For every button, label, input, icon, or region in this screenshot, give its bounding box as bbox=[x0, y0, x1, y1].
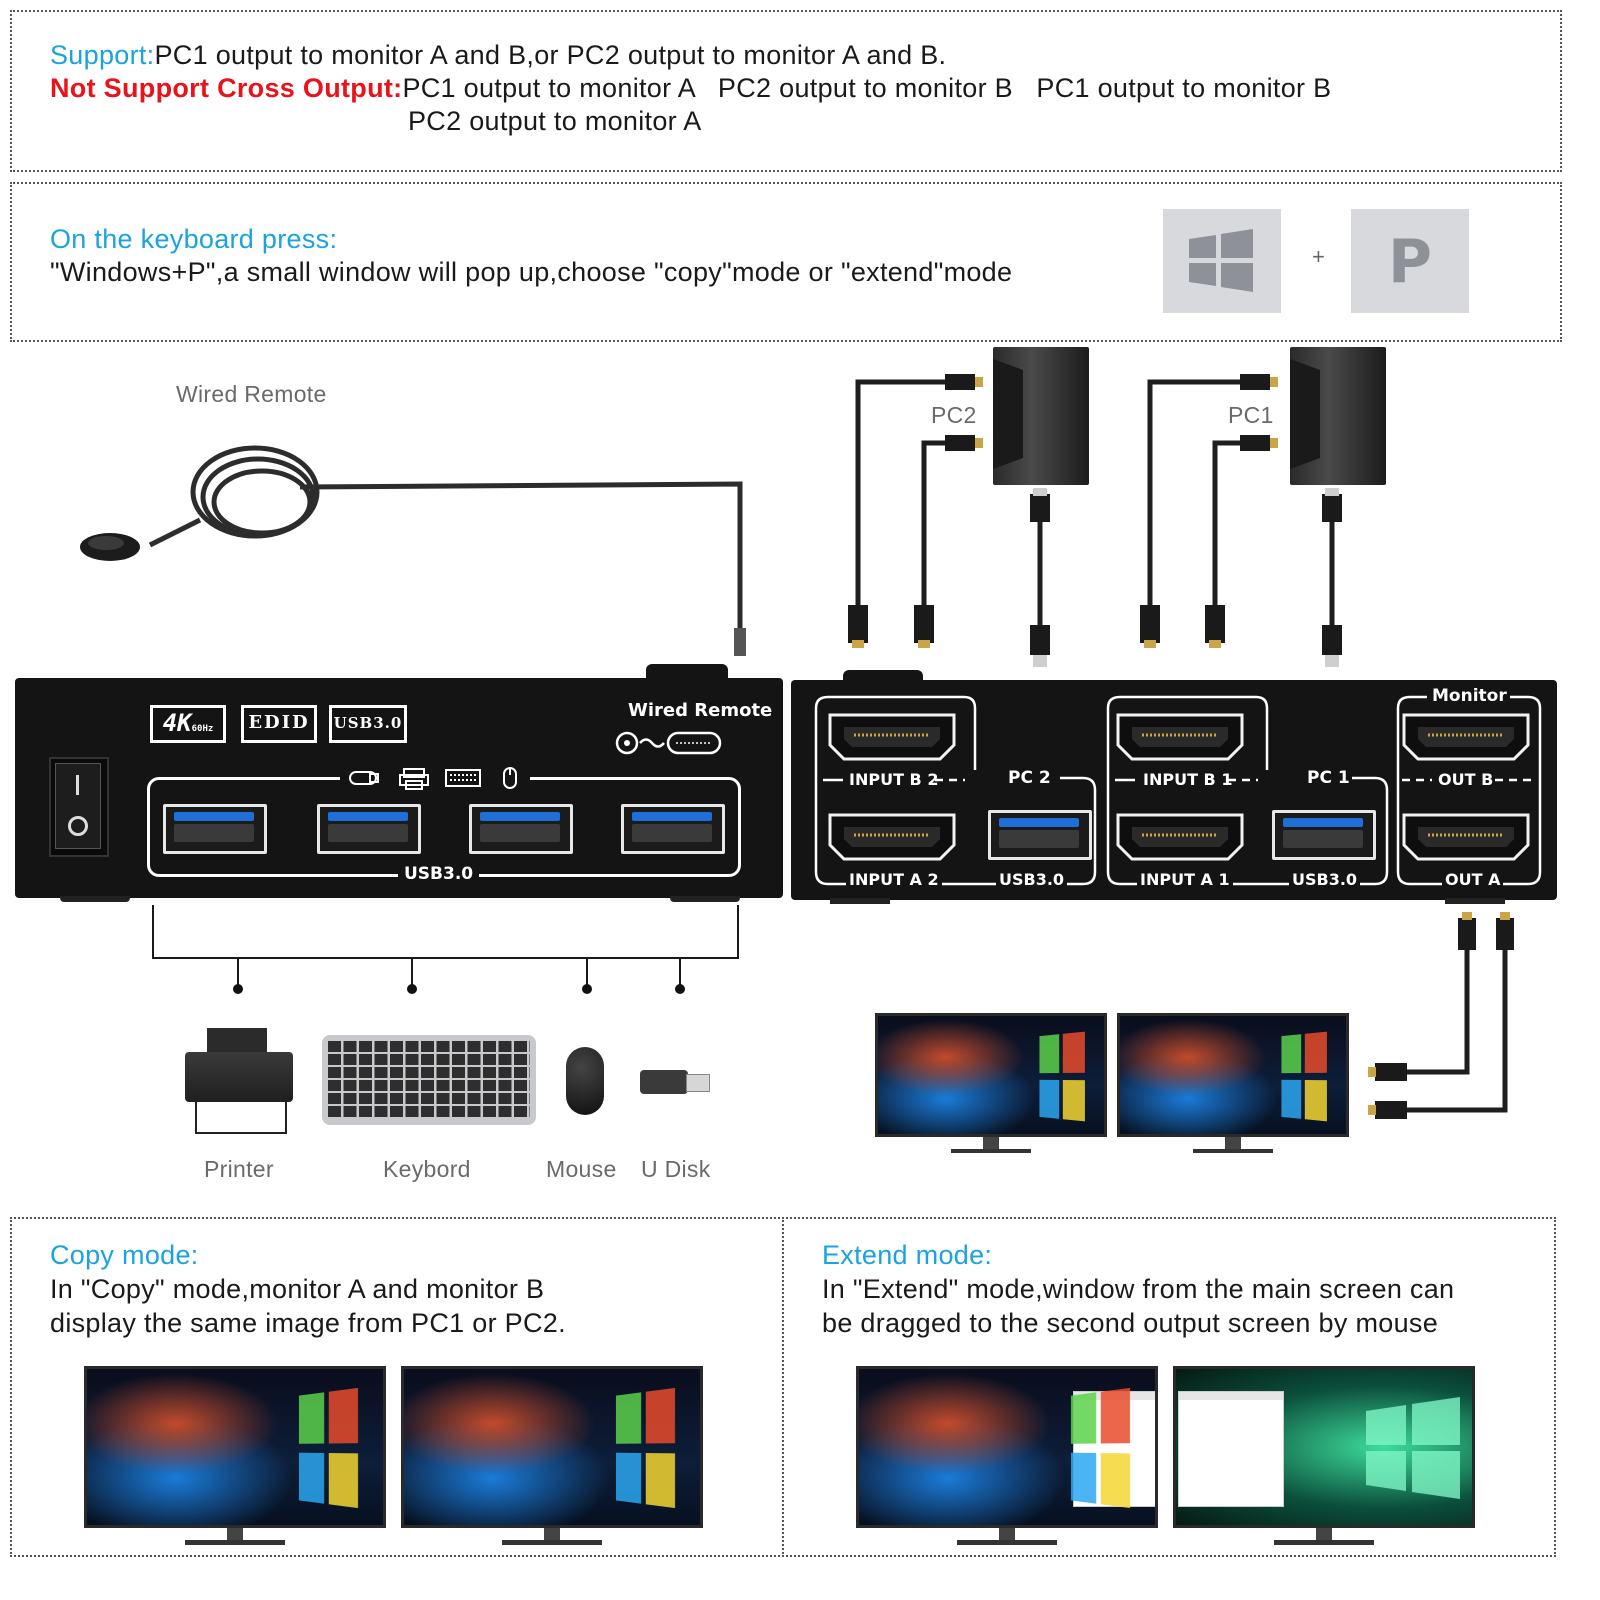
label-out-b: OUT B bbox=[1438, 770, 1494, 789]
support-text: PC1 output to monitor A and B,or PC2 out… bbox=[154, 40, 947, 70]
pc1-caption: PC1 bbox=[1228, 402, 1274, 428]
badge-4k-sub: 60Hz bbox=[191, 724, 214, 734]
copy-mode-heading: Copy mode: bbox=[50, 1240, 199, 1270]
monitor-b-middle bbox=[1117, 1013, 1349, 1155]
browser-window-right bbox=[1178, 1391, 1284, 1507]
label-input-a1: INPUT A 1 bbox=[1137, 870, 1233, 889]
label-input-a2: INPUT A 2 bbox=[846, 870, 942, 889]
udisk-caption: U Disk bbox=[641, 1156, 711, 1182]
label-input-b2: INPUT B 2 bbox=[849, 770, 939, 789]
mouse-caption: Mouse bbox=[546, 1156, 617, 1182]
windows-logo-icon bbox=[1189, 229, 1253, 292]
usb-port-1[interactable] bbox=[163, 804, 267, 854]
remote-port-icon bbox=[615, 731, 722, 755]
keyboard-heading: On the keyboard press: bbox=[50, 224, 338, 254]
badge-4k: 4K60Hz bbox=[150, 705, 226, 743]
usb-port-pc1[interactable] bbox=[1272, 810, 1376, 860]
label-input-b1: INPUT B 1 bbox=[1143, 770, 1233, 789]
copy-mode-line1: In "Copy" mode,monitor A and monitor B bbox=[50, 1274, 545, 1304]
support-panel bbox=[10, 10, 1562, 172]
label-pc2-port: PC 2 bbox=[1008, 768, 1051, 788]
p-key: P bbox=[1351, 209, 1469, 313]
monitor-a-middle bbox=[875, 1013, 1107, 1155]
label-usb-pc2: USB3.0 bbox=[996, 870, 1068, 889]
usb-port-4[interactable] bbox=[621, 804, 725, 854]
plus-sign: + bbox=[1312, 244, 1326, 269]
usb-peripheral-icons bbox=[349, 767, 517, 790]
extend-mode-panel bbox=[782, 1217, 1556, 1557]
peripheral-icons bbox=[340, 762, 530, 792]
not-support-line: Not Support Cross Output:PC1 output to m… bbox=[50, 71, 1331, 105]
badge-usb: USB3.0 bbox=[329, 705, 407, 743]
keyboard-image bbox=[322, 1035, 536, 1125]
extend-mode-heading: Extend mode: bbox=[822, 1240, 993, 1270]
keyboard-caption: Keybord bbox=[383, 1156, 471, 1182]
windows-key bbox=[1163, 209, 1281, 313]
usb-bracket-label: USB3.0 bbox=[398, 864, 480, 884]
usb-port-3[interactable] bbox=[469, 804, 573, 854]
label-usb-pc1: USB3.0 bbox=[1289, 870, 1361, 889]
copy-mode-line2: display the same image from PC1 or PC2. bbox=[50, 1308, 566, 1338]
label-out-a: OUT A bbox=[1442, 870, 1504, 889]
browser-window-left bbox=[1073, 1391, 1155, 1507]
remote-port-bump bbox=[646, 664, 728, 682]
keyboard-text: "Windows+P",a small window will pop up,c… bbox=[50, 257, 1013, 287]
usb-port-2[interactable] bbox=[317, 804, 421, 854]
not-support-label: Not Support Cross Output: bbox=[50, 73, 403, 103]
pc1-tower bbox=[1290, 347, 1386, 485]
support-line: Support:PC1 output to monitor A and B,or… bbox=[50, 38, 946, 72]
not-support-text: PC1 output to monitor A PC2 output to mo… bbox=[402, 73, 1332, 103]
keyboard-panel bbox=[10, 182, 1562, 342]
copy-monitor-a bbox=[84, 1366, 386, 1550]
pc2-caption: PC2 bbox=[931, 402, 977, 428]
rear-bump bbox=[843, 670, 923, 684]
printer-image bbox=[185, 1028, 293, 1134]
device-foot bbox=[670, 896, 740, 902]
copy-monitor-b bbox=[401, 1366, 703, 1550]
badge-4k-label: 4K bbox=[162, 709, 192, 737]
extend-mode-line2: be dragged to the second output screen b… bbox=[822, 1308, 1439, 1338]
extend-monitor-b bbox=[1173, 1366, 1475, 1550]
wired-remote-caption: Wired Remote bbox=[176, 381, 327, 407]
label-monitor: Monitor bbox=[1429, 686, 1510, 706]
wired-remote-label: Wired Remote bbox=[628, 700, 773, 721]
badge-edid: EDID bbox=[241, 705, 317, 743]
printer-caption: Printer bbox=[204, 1156, 274, 1182]
device-foot bbox=[830, 898, 890, 904]
pc2-tower bbox=[993, 347, 1089, 485]
p-key-label: P bbox=[1388, 227, 1432, 297]
device-foot bbox=[1445, 898, 1505, 904]
windows-logo-screen-icon bbox=[1366, 1397, 1460, 1499]
extend-monitor-a bbox=[856, 1366, 1158, 1550]
support-label: Support: bbox=[50, 40, 155, 70]
usb-port-pc2[interactable] bbox=[988, 810, 1092, 860]
not-support-line-2: PC2 output to monitor A bbox=[408, 106, 702, 136]
label-pc1-port: PC 1 bbox=[1307, 768, 1350, 788]
extend-mode-line1: In "Extend" mode,window from the main sc… bbox=[822, 1274, 1455, 1304]
power-switch[interactable] bbox=[49, 757, 109, 857]
udisk-image bbox=[640, 1068, 710, 1096]
device-foot bbox=[60, 896, 130, 902]
mouse-image bbox=[566, 1047, 604, 1115]
